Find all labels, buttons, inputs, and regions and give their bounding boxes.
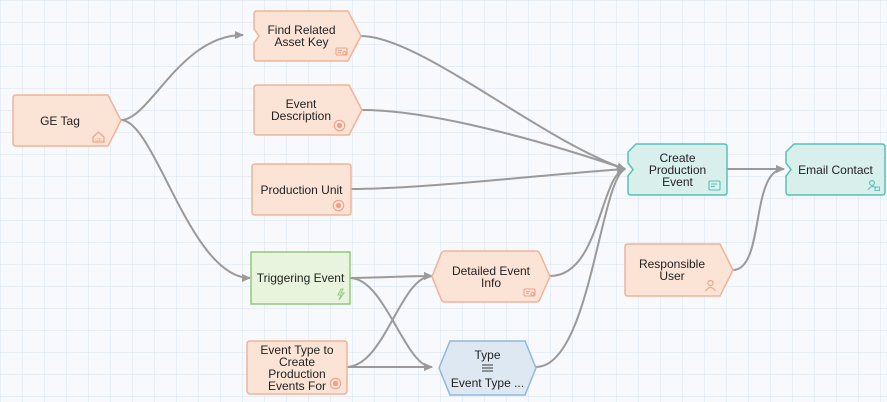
node-create-production-event[interactable]: Create Production Event xyxy=(627,143,728,196)
node-production-unit[interactable]: Production Unit xyxy=(251,163,352,216)
node-label: GE Tag xyxy=(40,113,80,128)
node-label: Detailed Event Info xyxy=(451,263,531,290)
wire-type-to-create-event xyxy=(535,168,626,368)
node-shape xyxy=(431,250,551,303)
radio-icon xyxy=(333,119,346,132)
wire-production-unit-to-create-event xyxy=(350,165,626,190)
node-type[interactable]: Type Event Type ... xyxy=(438,340,537,396)
node-label: Email Contact xyxy=(798,162,873,177)
node-shape xyxy=(624,243,734,297)
ge-tag-icon: GE xyxy=(92,130,105,143)
node-shape xyxy=(253,10,362,62)
node-event-type-to-create[interactable]: Event Type to Create Production Events F… xyxy=(246,340,348,395)
radio-icon xyxy=(332,199,345,212)
type-value: Event Type ... xyxy=(450,376,525,390)
wire-responsible-user-to-email xyxy=(732,165,785,271)
wire-ge-tag-to-triggering-event xyxy=(120,119,251,282)
svg-text:GE: GE xyxy=(95,137,102,142)
wire-find-asset-to-create-event xyxy=(360,35,626,171)
node-ge-tag[interactable]: GE Tag GE xyxy=(12,94,122,147)
node-label: Find Related Asset Key xyxy=(267,23,336,49)
node-triggering-event[interactable]: Triggering Event xyxy=(250,251,351,305)
node-responsible-user[interactable]: Responsible User xyxy=(624,243,734,297)
node-detailed-event-info[interactable]: Detailed Event Info xyxy=(431,250,551,303)
node-shape xyxy=(627,143,728,196)
create-event-icon xyxy=(708,179,721,192)
node-shape xyxy=(785,143,886,196)
wire-description-to-create-event xyxy=(361,109,626,171)
node-label: Triggering Event xyxy=(256,271,345,285)
node-shape xyxy=(246,340,348,395)
user-icon xyxy=(704,279,717,292)
node-shape xyxy=(251,163,352,216)
wire-triggering-to-detailed-info xyxy=(349,272,433,281)
node-label: Create Production Event xyxy=(648,150,707,189)
node-label: Event Description xyxy=(270,97,332,123)
query-icon xyxy=(523,286,536,299)
trigger-icon xyxy=(334,288,347,301)
email-contact-icon xyxy=(867,179,880,192)
node-event-description[interactable]: Event Description xyxy=(253,84,363,136)
node-email-contact[interactable]: Email Contact xyxy=(785,143,886,196)
wire-event-type-to-detailed-info xyxy=(345,272,433,368)
equals-icon xyxy=(481,361,494,374)
type-title: Type xyxy=(474,348,501,362)
node-shape xyxy=(12,94,122,147)
wire-ge-tag-to-find-asset xyxy=(120,31,244,121)
node-label: Production Unit xyxy=(260,182,343,197)
radio-icon xyxy=(329,377,342,390)
node-label: Event Type to Create Production Events F… xyxy=(260,342,334,393)
node-find-related-asset-key[interactable]: Find Related Asset Key xyxy=(253,10,362,62)
node-label: Responsible User xyxy=(638,257,706,283)
query-icon xyxy=(335,45,348,58)
wire-triggering-to-type xyxy=(349,277,433,371)
node-shape xyxy=(250,251,351,305)
